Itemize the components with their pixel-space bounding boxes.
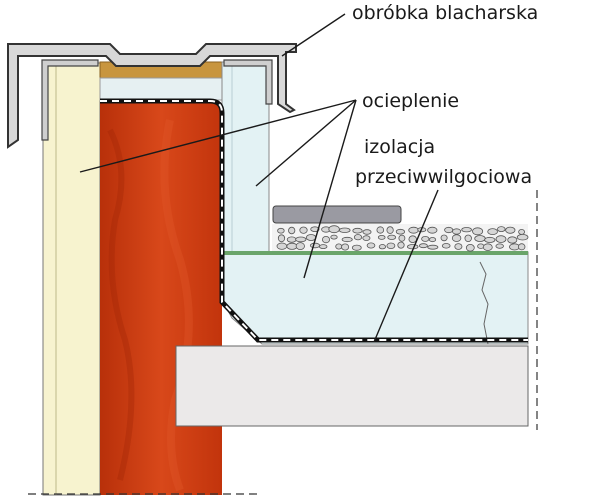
gravel-stone xyxy=(353,234,363,241)
gravel-stone xyxy=(518,228,525,235)
gravel-stone xyxy=(487,228,498,236)
gravel-stone xyxy=(386,242,396,249)
gravel-stone xyxy=(341,236,353,243)
gravel-stone xyxy=(398,234,406,242)
gravel-stone xyxy=(362,229,372,235)
label-damp-proofing-line1: izolacja xyxy=(364,136,436,158)
leader-insulation-inner xyxy=(255,99,357,187)
gravel-stone xyxy=(505,226,516,234)
gravel-stone xyxy=(454,243,463,250)
paver-slab xyxy=(272,205,402,224)
gravel-stone xyxy=(277,234,286,243)
gravel-stone xyxy=(418,243,428,249)
gravel-stone xyxy=(397,241,405,249)
gravel-stone xyxy=(299,226,308,234)
inner-insulation-layer xyxy=(221,61,270,253)
gravel-stone xyxy=(472,227,484,236)
gravel-stone xyxy=(451,234,462,242)
gravel-stone xyxy=(516,233,529,241)
gravel-stone xyxy=(338,227,351,233)
gravel-stone xyxy=(497,226,506,233)
gravel-stone xyxy=(286,236,297,243)
concrete-slab xyxy=(175,345,529,427)
gravel-stone xyxy=(421,235,430,242)
leader-insulation-roof xyxy=(303,99,357,279)
label-damp-proofing-line2: przeciwwilgociowa xyxy=(355,166,533,188)
gravel-stone xyxy=(427,226,438,234)
leader-damp-proofing xyxy=(373,189,439,343)
gravel-stone xyxy=(319,244,328,250)
gravel-stone xyxy=(461,227,472,233)
gravel-stone xyxy=(351,244,362,251)
outer-insulation-layer xyxy=(42,62,101,496)
gravel-stone xyxy=(366,242,376,249)
gravel-stone xyxy=(427,244,439,250)
green-layer xyxy=(222,251,528,255)
gravel-stone xyxy=(378,244,386,250)
gravel-stone xyxy=(295,242,305,251)
label-flashing: obróbka blacharska xyxy=(352,2,539,24)
gravel-stone xyxy=(484,236,496,243)
metal-flashing xyxy=(7,43,297,149)
gravel-stone xyxy=(310,226,320,233)
gravel-stone xyxy=(408,226,419,234)
gravel-stone xyxy=(288,226,296,235)
gravel-stone xyxy=(440,234,448,242)
gravel-stone xyxy=(474,235,486,242)
gravel-stone xyxy=(341,243,350,251)
gravel-stone xyxy=(328,225,340,234)
brick-wall xyxy=(100,103,222,495)
gravel-stone xyxy=(335,243,343,250)
leader-insulation-outer xyxy=(79,99,357,173)
gravel-stone xyxy=(444,226,454,234)
gravel-stone xyxy=(376,226,385,234)
gravel-stone xyxy=(387,234,397,240)
gravel-stone xyxy=(295,236,307,243)
gravel-stone xyxy=(352,227,363,234)
gravel-stone xyxy=(377,234,386,240)
gravel-stone xyxy=(362,235,371,241)
gravel-stone xyxy=(464,234,472,242)
gravel-stone xyxy=(465,244,475,252)
gravel-stone xyxy=(495,243,504,249)
gravel-stone xyxy=(441,243,451,249)
gravel-stone xyxy=(482,243,493,252)
gravel-stone xyxy=(309,242,321,249)
gravel-stone xyxy=(395,228,405,235)
gravel-stone xyxy=(277,227,285,234)
gravel-stone xyxy=(305,234,317,241)
gravel-stone xyxy=(407,244,419,250)
gravel-stone xyxy=(495,235,507,243)
gravel-stone xyxy=(330,234,338,240)
gravel-stones xyxy=(276,225,529,252)
gravel-stone xyxy=(518,243,526,251)
gravel-stone xyxy=(507,236,518,244)
label-insulation: ocieplenie xyxy=(362,90,460,112)
gravel-stone xyxy=(452,228,462,235)
gravel-stone xyxy=(408,235,417,244)
gravel-stone xyxy=(386,226,394,234)
leader-flashing xyxy=(281,13,346,57)
gravel-stone xyxy=(286,242,298,250)
gravel-stone xyxy=(321,236,330,244)
gravel-stone xyxy=(509,243,520,251)
gravel-stone xyxy=(428,237,437,243)
gravel-stone xyxy=(276,242,288,250)
